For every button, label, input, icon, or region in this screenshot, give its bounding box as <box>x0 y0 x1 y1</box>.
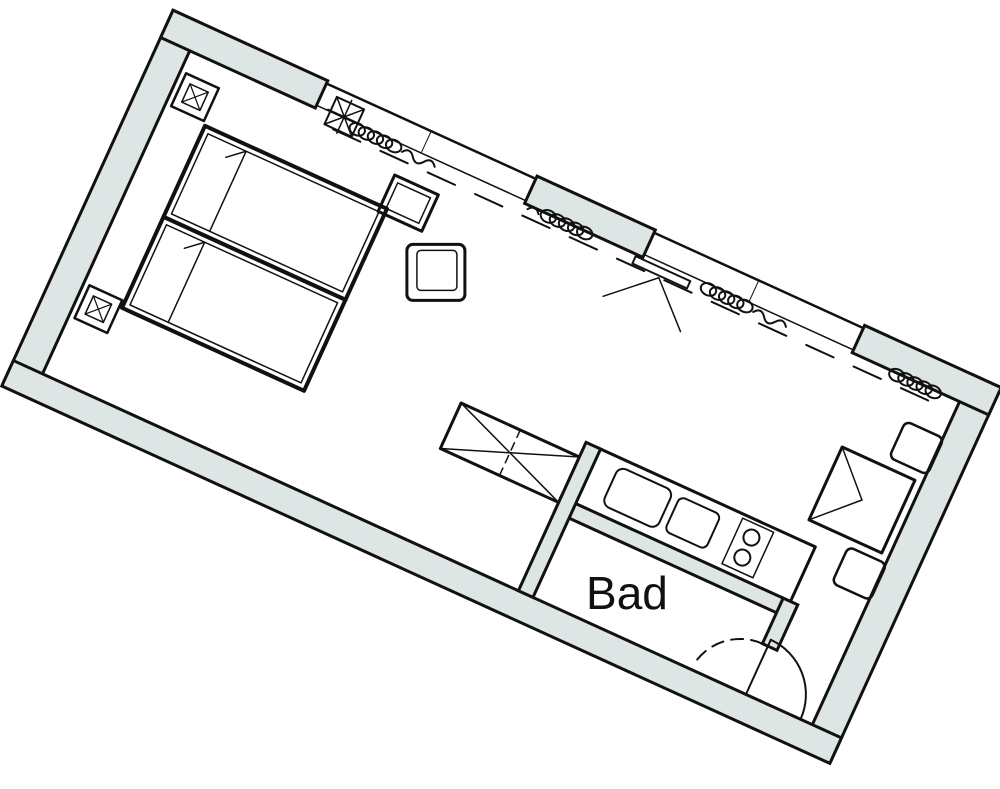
nightstand-bottom <box>73 284 124 335</box>
curtain-line <box>332 128 935 405</box>
wardrobe <box>438 401 581 504</box>
wall-top-right <box>850 323 1000 417</box>
dining-chair-1 <box>889 421 944 475</box>
lamp-symbol-top <box>323 95 366 138</box>
bathroom-door-swing <box>692 637 764 666</box>
side-table <box>376 173 440 233</box>
window-right <box>643 231 865 351</box>
bathroom-wall-left <box>516 440 603 600</box>
wall-top-left <box>158 8 330 111</box>
window-left <box>315 82 538 202</box>
radiator-2 <box>526 206 594 241</box>
wall-bottom <box>0 358 844 766</box>
dining-table <box>807 445 917 555</box>
bathroom-wall-right <box>760 596 800 653</box>
dining-area <box>807 421 944 600</box>
wall-top-middle <box>522 174 658 260</box>
room-label-bathroom: Bad <box>586 567 668 619</box>
wall-light <box>602 255 692 333</box>
windows <box>315 82 935 405</box>
armchair <box>405 242 467 302</box>
dining-chair-2 <box>832 547 886 600</box>
radiator-3 <box>699 282 787 328</box>
wall-left <box>1 8 205 399</box>
nightstand-top <box>169 72 221 123</box>
radiator-4 <box>888 367 942 400</box>
bed-lower <box>120 214 348 393</box>
bathroom: Bad <box>516 440 800 666</box>
apartment: Bad <box>0 8 1000 766</box>
entrance-door <box>744 638 807 721</box>
exterior-walls <box>0 8 1000 766</box>
